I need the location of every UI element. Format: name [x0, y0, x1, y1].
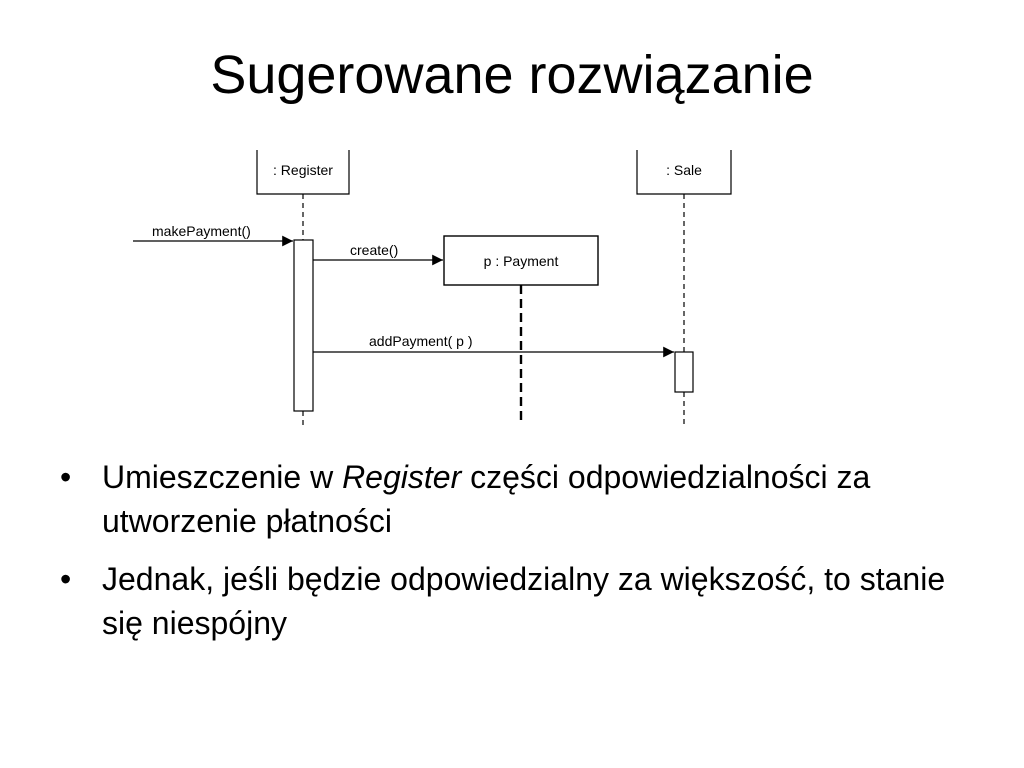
payment-lifeline: p : Payment — [443, 235, 599, 425]
message-create: create() — [313, 242, 443, 266]
message-make-payment: makePayment() — [133, 223, 293, 247]
add-payment-label: addPayment( p ) — [369, 333, 473, 349]
payment-label: p : Payment — [484, 253, 559, 269]
bullet-icon: • — [60, 561, 72, 597]
bullet-icon: • — [60, 459, 72, 495]
make-payment-label: makePayment() — [152, 223, 251, 239]
sale-lifeline: : Sale — [636, 150, 732, 425]
bullet-list: • Umieszczenie w Register części odpowie… — [60, 455, 990, 659]
bullet-text: Jednak, jeśli będzie odpowiedzialny za w… — [102, 561, 946, 641]
slide-title: Sugerowane rozwiązanie — [210, 45, 814, 105]
register-activation — [293, 239, 314, 412]
bullet-text-emphasis: Register — [342, 459, 462, 495]
bullet-item: • Umieszczenie w Register części odpowie… — [60, 455, 990, 543]
create-label: create() — [350, 242, 398, 258]
sale-activation — [674, 351, 694, 393]
sale-label: : Sale — [666, 162, 702, 178]
register-lifeline: : Register — [256, 150, 350, 425]
message-add-payment: addPayment( p ) — [313, 333, 674, 358]
bullet-item: • Jednak, jeśli będzie odpowiedzialny za… — [60, 557, 990, 645]
bullet-text-after: części odpowiedzialności za utworzenie p… — [102, 459, 871, 539]
register-label: : Register — [273, 162, 333, 178]
bullet-text-before: Umieszczenie w — [102, 459, 343, 495]
